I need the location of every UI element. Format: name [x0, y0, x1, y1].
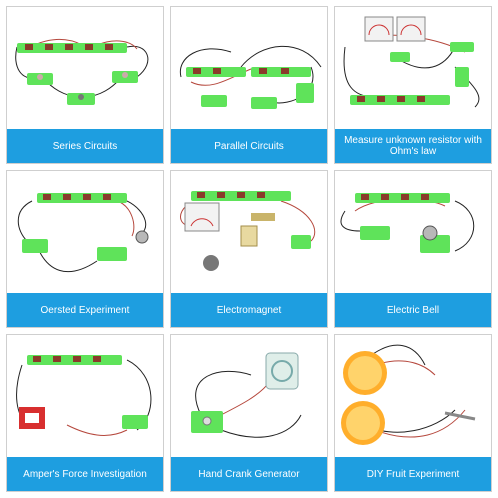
series-circuit-photo	[15, 39, 149, 105]
tile-parallel-circuits: Parallel Circuits	[170, 6, 328, 164]
tile-fruit-experiment: DIY Fruit Experiment	[334, 334, 492, 492]
caption-parallel-circuits: Parallel Circuits	[171, 129, 327, 163]
caption-hand-crank: Hand Crank Generator	[171, 457, 327, 491]
parallel-circuit-photo	[179, 45, 322, 109]
caption-electromagnet: Electromagnet	[171, 293, 327, 327]
ampere-force-photo	[16, 355, 152, 436]
tile-hand-crank: Hand Crank Generator	[170, 334, 328, 492]
caption-series-circuits: Series Circuits	[7, 129, 163, 163]
tile-oersted: Oersted Experiment	[6, 170, 164, 328]
caption-ampere-force: Amper's Force Investigation	[7, 457, 163, 491]
tile-electric-bell: Electric Bell	[334, 170, 492, 328]
tile-electromagnet: Electromagnet	[170, 170, 328, 328]
electric-bell-photo	[340, 193, 475, 253]
ohms-law-photo	[343, 16, 480, 108]
tile-series-circuits: Series Circuits	[6, 6, 164, 164]
electromagnet-photo	[180, 191, 316, 271]
caption-electric-bell: Electric Bell	[335, 293, 491, 327]
tile-ohms-law: Measure unknown resistor with Ohm's law	[334, 6, 492, 164]
tile-ampere-force: Amper's Force Investigation	[6, 334, 164, 492]
caption-ohms-law: Measure unknown resistor with Ohm's law	[335, 129, 491, 163]
oersted-photo	[17, 193, 149, 273]
caption-oersted: Oersted Experiment	[7, 293, 163, 327]
caption-ohms-law-text: Measure unknown resistor with Ohm's law	[344, 135, 482, 157]
caption-fruit-experiment: DIY Fruit Experiment	[335, 457, 491, 491]
hand-crank-photo	[191, 352, 302, 438]
fruit-experiment-photo	[341, 344, 476, 445]
